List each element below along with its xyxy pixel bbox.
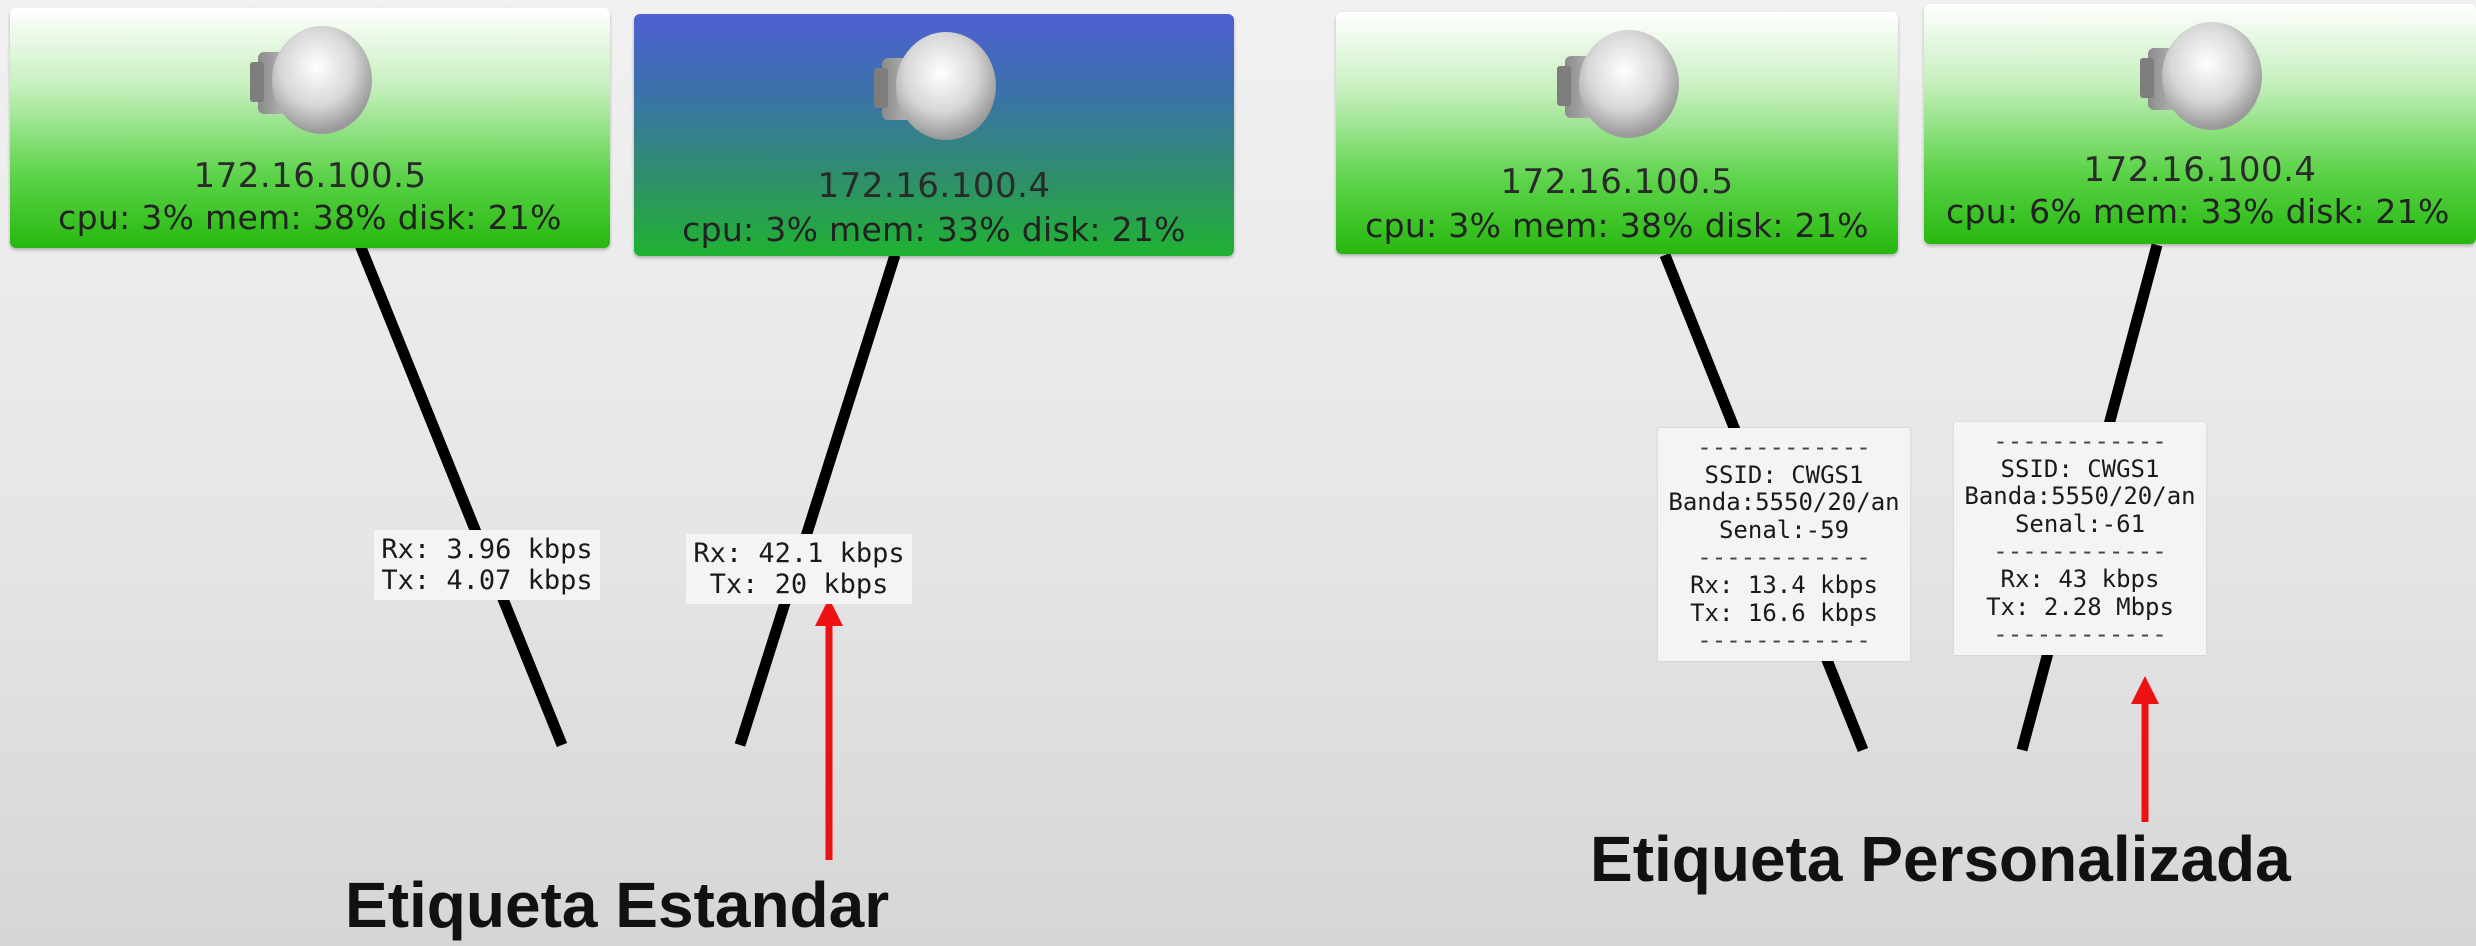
caption-standard-label: Etiqueta Estandar [345, 869, 890, 941]
node-resource-stats: cpu: 6% mem: 33% disk: 21% [1946, 192, 2450, 231]
node-resource-stats: cpu: 3% mem: 33% disk: 21% [682, 210, 1186, 249]
link-label-standard-b[interactable]: Rx: 42.1 kbps Tx: 20 kbps [686, 534, 912, 605]
link-label-custom-b[interactable]: ------------ SSID: CWGS1 Banda:5550/20/a… [1954, 422, 2206, 655]
separator: ------------ [1993, 427, 2167, 455]
signal-value: Senal:-59 [1718, 515, 1850, 544]
link-line-standard-b[interactable] [734, 253, 901, 747]
rx-rate: Rx: 42.1 kbps [693, 538, 905, 569]
rx-rate: Rx: 3.96 kbps [381, 534, 593, 565]
radio-antenna-icon [1557, 30, 1679, 138]
node-resource-stats: cpu: 3% mem: 38% disk: 21% [58, 198, 562, 237]
rx-rate: Rx: 43 kbps [2000, 564, 2160, 593]
node-ip: 172.16.100.4 [2083, 150, 2317, 190]
annotation-arrow-standard [815, 598, 843, 860]
band-value: Banda:5550/20/an [1964, 482, 2196, 511]
ssid-value: SSID: CWGS1 [1704, 460, 1864, 489]
tx-rate: Tx: 20 kbps [709, 569, 889, 601]
tx-rate: Tx: 16.6 kbps [1690, 598, 1878, 627]
link-label-standard-a[interactable]: Rx: 3.96 kbps Tx: 4.07 kbps [374, 530, 600, 601]
signal-value: Senal:-61 [2014, 509, 2146, 538]
device-node-custom-b[interactable]: 172.16.100.4 cpu: 6% mem: 33% disk: 21% [1924, 4, 2476, 244]
band-value: Banda:5550/20/an [1668, 488, 1900, 517]
radio-antenna-icon [874, 32, 996, 140]
separator: ------------ [1697, 433, 1871, 461]
link-line-standard-a[interactable] [354, 242, 568, 748]
rx-rate: Rx: 13.4 kbps [1690, 570, 1878, 599]
annotation-arrow-custom [2131, 676, 2159, 822]
node-ip: 172.16.100.5 [193, 156, 427, 196]
radio-antenna-icon [250, 26, 372, 134]
separator: ------------ [1993, 620, 2167, 649]
caption-custom-label: Etiqueta Personalizada [1590, 823, 2291, 895]
tx-rate: Tx: 4.07 kbps [381, 565, 593, 597]
device-node-standard-a[interactable]: 172.16.100.5 cpu: 3% mem: 38% disk: 21% [10, 8, 610, 248]
separator: ------------ [1697, 626, 1871, 655]
device-node-standard-b[interactable]: 172.16.100.4 cpu: 3% mem: 33% disk: 21% [634, 14, 1234, 256]
node-ip: 172.16.100.4 [817, 166, 1051, 206]
separator: ------------ [1697, 543, 1871, 572]
link-label-custom-a[interactable]: ------------ SSID: CWGS1 Banda:5550/20/a… [1658, 428, 1910, 661]
node-resource-stats: cpu: 3% mem: 38% disk: 21% [1365, 206, 1869, 245]
tx-rate: Tx: 2.28 Mbps [1986, 592, 2174, 621]
node-ip: 172.16.100.5 [1500, 162, 1734, 202]
radio-antenna-icon [2140, 22, 2262, 130]
device-node-custom-a[interactable]: 172.16.100.5 cpu: 3% mem: 38% disk: 21% [1336, 12, 1898, 254]
separator: ------------ [1993, 537, 2167, 566]
ssid-value: SSID: CWGS1 [2000, 454, 2160, 483]
